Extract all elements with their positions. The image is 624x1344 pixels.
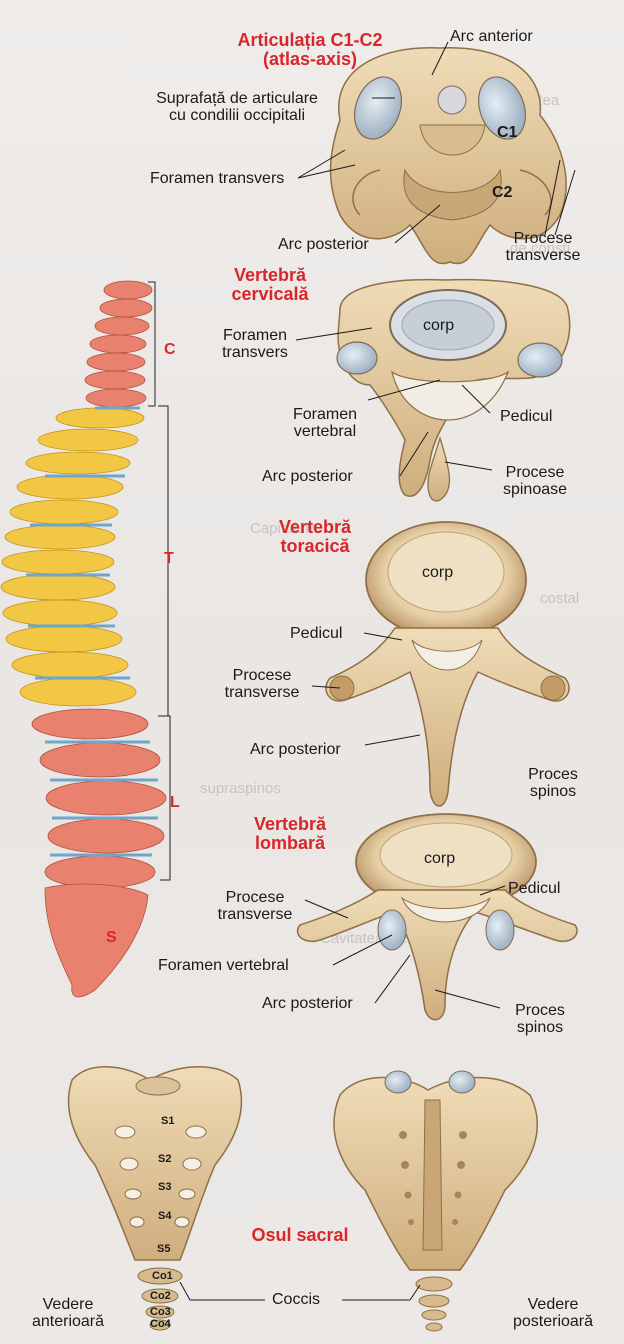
label-line: vertebral [293,423,357,440]
label-vedere-anterioara: Vedere anterioară [18,1296,118,1330]
label-articular-surface: Suprafață de articulare cu condilii occi… [112,90,362,124]
label-coccis: Coccis [272,1291,321,1308]
label-line: Procese [232,667,292,684]
coccyx-co3: Co3 [150,1306,171,1318]
label-arc-posterior-atlas: Arc posterior [278,236,369,253]
label-line: Procese [513,230,573,247]
label-arc-anterior: Arc anterior [450,28,533,45]
label-pedicul-cervical: Pedicul [500,408,553,425]
cervical-vertebra-illustration [336,278,571,502]
sacrum-posterior-illustration [333,1070,539,1332]
title-line: Vertebră [278,517,352,537]
label-line: spinos [529,783,577,800]
title-line: Vertebră [253,814,327,834]
label-line: posterioară [512,1313,594,1330]
coccyx-co2: Co2 [150,1290,171,1302]
sacrum-anterior-illustration [67,1066,243,1331]
label-foramen-transvers-atlas: Foramen transvers [150,170,285,187]
title-thoracic: Vertebră toracică [255,518,375,556]
label-procese-spinoase: Procese spinoase [490,464,580,498]
label-line: transverse [224,684,300,701]
thoracic-vertebra-illustration [325,521,570,807]
label-line: Vedere [527,1296,579,1313]
label-line: Vedere [42,1296,94,1313]
label-arc-posterior-thoracic: Arc posterior [250,741,341,758]
label-line: anterioară [31,1313,105,1330]
label-corp-thoracic: corp [422,564,454,581]
title-line: lombară [254,833,326,853]
coccyx-co4: Co4 [150,1318,171,1330]
title-line: cervicală [231,284,309,304]
label-line: transvers [222,344,288,361]
label-proces-spinos-thoracic: Proces spinos [518,766,588,800]
sacrum-s3: S3 [158,1181,172,1193]
bleed-through-text: supraspinos [200,780,281,797]
title-atlas-axis: Articulația C1-C2 (atlas-axis) [210,31,410,69]
label-foramen-vertebral-lumbar: Foramen vertebral [158,957,289,974]
label-line: Suprafață de articulare [156,90,318,107]
label-corp-lumbar: corp [424,850,456,867]
label-pedicul-thoracic: Pedicul [290,625,343,642]
label-arc-posterior-cervical: Arc posterior [262,468,353,485]
spine-region-c: C [164,341,176,358]
label-c2: C2 [492,184,513,201]
lumbar-vertebra-illustration [296,813,578,1021]
label-pedicul-lumbar: Pedicul [508,880,561,897]
title-lumbar: Vertebră lombară [230,815,350,853]
label-line: transverse [217,906,293,923]
spine-region-l: L [170,794,180,811]
label-line: transverse [505,247,581,264]
label-line: Foramen [222,327,288,344]
title-line: (atlas-axis) [262,49,358,69]
label-line: Proces [515,1002,565,1019]
title-line: Vertebră [233,265,307,285]
label-line: Proces [528,766,578,783]
bleed-through-text: costal [540,590,580,607]
label-foramen-transvers-cervical: Foramen transvers [210,327,300,361]
label-line: spinos [516,1019,564,1036]
spinal-column-illustration [0,280,171,998]
leader-lines [179,41,576,1301]
label-line: spinoase [502,481,568,498]
label-line: Procese [505,464,565,481]
label-foramen-vertebral-cervical: Foramen vertebral [280,406,370,440]
title-cervical: Vertebră cervicală [210,266,330,304]
title-line: Articulația C1-C2 [237,30,383,50]
label-arc-posterior-lumbar: Arc posterior [262,995,353,1012]
label-procese-transverse-lumbar: Procese transverse [200,889,310,923]
label-vedere-posterioara: Vedere posterioară [498,1296,608,1330]
label-proces-spinos-lumbar: Proces spinos [505,1002,575,1036]
label-procese-transverse-thoracic: Procese transverse [212,667,312,701]
label-c1: C1 [497,124,518,141]
label-procese-transverse-atlas: Procese transverse [498,230,588,264]
spine-region-t: T [164,550,174,567]
sacrum-s1: S1 [161,1115,175,1127]
sacrum-s5: S5 [157,1243,171,1255]
title-line: toracică [280,536,350,556]
label-line: Foramen [292,406,358,423]
label-corp-cervical: corp [423,317,455,334]
sacrum-s4: S4 [158,1210,172,1222]
bleed-through-text: Capitulum [250,520,318,537]
coccyx-co1: Co1 [152,1270,173,1282]
label-line: cu condilii occipitali [168,107,306,124]
spine-region-s: S [106,929,117,946]
label-line: Procese [225,889,285,906]
sacrum-s2: S2 [158,1153,172,1165]
title-sacrum: Osul sacral [251,1225,349,1245]
bleed-through-text: de consti [510,240,571,257]
atlas-axis-illustration [329,47,567,265]
